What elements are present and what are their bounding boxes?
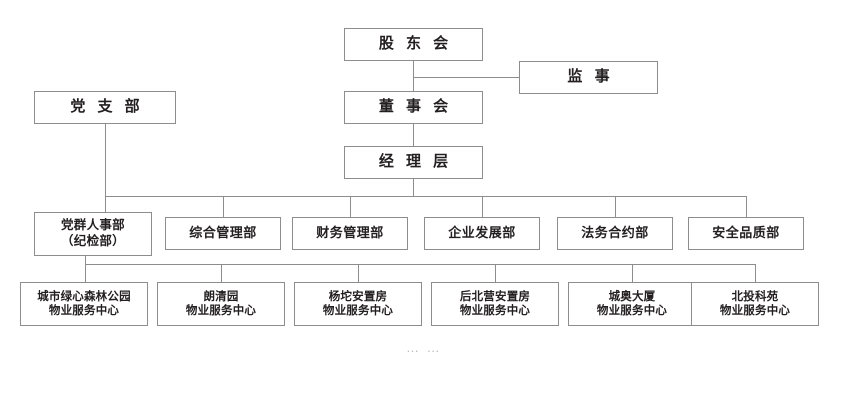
service-stub-4 bbox=[632, 264, 633, 282]
node-service-center-0[interactable]: 城市绿心森林公园 物业服务中心 bbox=[20, 282, 148, 326]
node-department-4-label: 法务合约部 bbox=[581, 225, 649, 241]
service-stub-5 bbox=[755, 264, 756, 282]
connector-spine-to-supervisor bbox=[413, 77, 519, 78]
dept-stub-1 bbox=[223, 196, 224, 217]
node-management-layer[interactable]: 经 理 层 bbox=[344, 146, 483, 179]
node-shareholders-meeting[interactable]: 股 东 会 bbox=[344, 28, 483, 61]
node-service-center-0-label: 城市绿心森林公园 物业服务中心 bbox=[37, 290, 131, 317]
dept-stub-4 bbox=[615, 196, 616, 217]
node-service-center-2-label: 杨坨安置房 物业服务中心 bbox=[322, 290, 394, 317]
node-shareholders-meeting-label: 股 东 会 bbox=[378, 35, 453, 53]
node-department-2[interactable]: 财务管理部 bbox=[292, 217, 408, 250]
continuation-ellipsis: … … bbox=[406, 340, 442, 355]
connector-dept0-to-service-bus bbox=[85, 256, 86, 264]
node-supervisor-label: 监 事 bbox=[567, 68, 614, 86]
node-party-branch[interactable]: 党 支 部 bbox=[34, 91, 176, 124]
node-department-0[interactable]: 党群人事部 （纪检部） bbox=[34, 212, 152, 256]
node-board-of-directors-label: 董 事 会 bbox=[378, 98, 453, 116]
dept-stub-2 bbox=[350, 196, 351, 217]
node-department-2-label: 财务管理部 bbox=[316, 225, 384, 241]
connector-board-to-management bbox=[413, 124, 414, 146]
node-service-center-4-label: 城奥大厦 物业服务中心 bbox=[596, 290, 668, 317]
node-service-center-5[interactable]: 北投科苑 物业服务中心 bbox=[691, 282, 819, 326]
node-department-3[interactable]: 企业发展部 bbox=[424, 217, 540, 250]
service-stub-3 bbox=[495, 264, 496, 282]
node-service-center-4[interactable]: 城奥大厦 物业服务中心 bbox=[568, 282, 696, 326]
node-supervisor[interactable]: 监 事 bbox=[519, 61, 658, 94]
service-stub-0 bbox=[85, 264, 86, 282]
connector-shareholders-to-board bbox=[413, 61, 414, 91]
node-department-5[interactable]: 安全品质部 bbox=[688, 217, 804, 250]
node-department-4[interactable]: 法务合约部 bbox=[557, 217, 673, 250]
node-service-center-3[interactable]: 后北营安置房 物业服务中心 bbox=[431, 282, 559, 326]
connector-management-to-dept-bus bbox=[413, 179, 414, 196]
node-service-center-3-label: 后北营安置房 物业服务中心 bbox=[459, 290, 531, 317]
dept-stub-0 bbox=[105, 196, 106, 212]
node-party-branch-label: 党 支 部 bbox=[70, 98, 144, 116]
node-service-center-1-label: 朗清园 物业服务中心 bbox=[185, 290, 257, 317]
dept-bus-line bbox=[105, 196, 746, 197]
node-board-of-directors[interactable]: 董 事 会 bbox=[344, 91, 483, 124]
service-stub-1 bbox=[221, 264, 222, 282]
node-management-layer-label: 经 理 层 bbox=[378, 153, 453, 171]
node-service-center-5-label: 北投科苑 物业服务中心 bbox=[719, 290, 791, 317]
node-department-3-label: 企业发展部 bbox=[448, 225, 516, 241]
dept-stub-3 bbox=[482, 196, 483, 217]
node-service-center-1[interactable]: 朗清园 物业服务中心 bbox=[157, 282, 285, 326]
node-service-center-2[interactable]: 杨坨安置房 物业服务中心 bbox=[294, 282, 422, 326]
service-center-bus-line bbox=[85, 264, 755, 265]
node-department-0-label: 党群人事部 （纪检部） bbox=[60, 218, 125, 248]
node-department-5-label: 安全品质部 bbox=[712, 225, 780, 241]
node-department-1[interactable]: 综合管理部 bbox=[165, 217, 281, 250]
node-department-1-label: 综合管理部 bbox=[189, 225, 257, 241]
dept-stub-5 bbox=[746, 196, 747, 217]
service-stub-2 bbox=[358, 264, 359, 282]
connector-party-branch-to-dept-bus bbox=[105, 124, 106, 196]
